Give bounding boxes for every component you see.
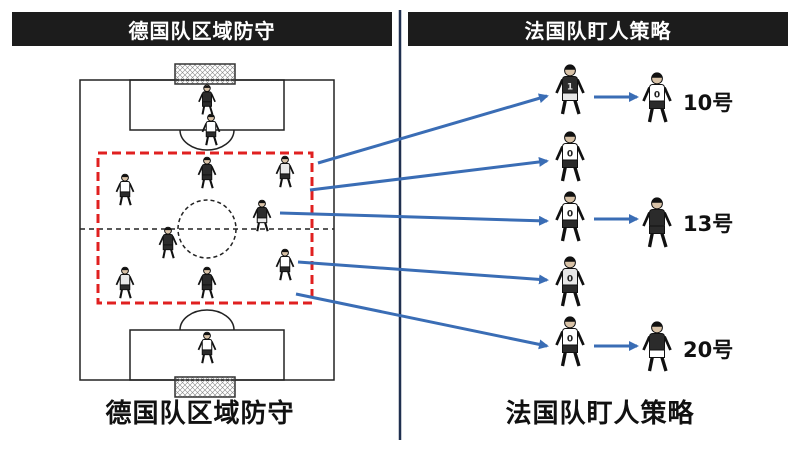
attacker-label-20: 20号 bbox=[683, 338, 734, 362]
arrow-icon bbox=[309, 157, 549, 192]
soccer-player-icon: 0 bbox=[555, 256, 585, 307]
goal-net-icon bbox=[174, 63, 236, 85]
marking-arrows bbox=[279, 92, 639, 351]
soccer-player-icon: 0 bbox=[555, 191, 585, 242]
defender-player-icon bbox=[275, 155, 295, 188]
soccer-player-icon bbox=[642, 197, 672, 248]
attacker-label-13: 13号 bbox=[683, 212, 734, 236]
jersey-number: 0 bbox=[567, 209, 573, 219]
germany-zone-caption: 德国队区域防守 bbox=[105, 399, 295, 429]
defender-player-icon bbox=[201, 113, 221, 146]
jersey-number: 0 bbox=[567, 334, 573, 344]
jersey-number: 0 bbox=[654, 90, 660, 100]
defensive-zone-box bbox=[96, 151, 314, 305]
soccer-player-icon bbox=[642, 321, 672, 372]
soccer-player-icon: 0 bbox=[555, 131, 585, 182]
france-marking-caption: 法国队盯人策略 bbox=[505, 399, 695, 429]
attacker-player-icon bbox=[158, 226, 178, 259]
arrow-icon bbox=[279, 211, 549, 226]
soccer-player-icon: 0 bbox=[555, 316, 585, 367]
soccer-player-icon: 0 bbox=[642, 72, 672, 123]
france-marking-header: 法国队盯人策略 bbox=[408, 12, 788, 46]
jersey-number: 0 bbox=[567, 149, 573, 159]
attacker-label-10: 10号 bbox=[683, 91, 734, 115]
arrow-icon bbox=[297, 260, 549, 285]
soccer-player-icon: 1 bbox=[555, 64, 585, 115]
defender-player-icon bbox=[115, 266, 135, 299]
attacker-player-icon bbox=[197, 266, 217, 299]
goal-net-icon bbox=[174, 376, 236, 398]
germany-zone-header: 德国队区域防守 bbox=[12, 12, 392, 46]
goalkeeper-player-icon bbox=[198, 84, 216, 115]
goalkeeper-player-icon bbox=[197, 331, 217, 364]
attacker-player-icon bbox=[252, 199, 272, 232]
arrow-icon bbox=[317, 93, 549, 165]
jersey-number: 1 bbox=[567, 82, 573, 92]
defender-player-icon bbox=[115, 173, 135, 206]
jersey-number: 0 bbox=[567, 274, 573, 284]
defender-player-icon bbox=[275, 248, 295, 281]
attacker-player-icon bbox=[197, 156, 217, 189]
arrow-icon bbox=[295, 292, 549, 350]
